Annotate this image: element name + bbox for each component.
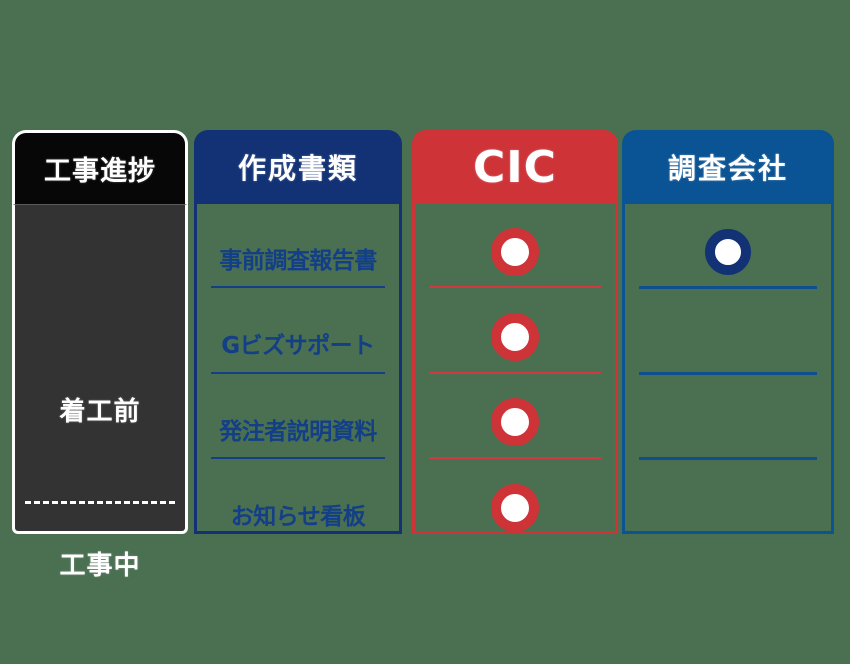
column-body-documents: 事前調査報告書 Gビズサポート 発注者説明資料 お知らせ看板 <box>194 204 402 534</box>
row-divider <box>211 457 385 459</box>
row-divider <box>211 286 385 288</box>
document-item-client-briefing-materials[interactable]: 発注者説明資料 <box>219 419 377 445</box>
column-survey-company: 調査会社 <box>622 130 834 534</box>
document-item-notice-signboard[interactable]: お知らせ看板 <box>230 504 366 530</box>
circle-mark-icon <box>491 228 539 276</box>
row-divider <box>211 372 385 374</box>
column-header-survey-company: 調査会社 <box>622 130 834 204</box>
column-body-construction-progress: 着工前 工事中 <box>12 204 188 581</box>
document-item-gbizid-support[interactable]: Gビズサポート <box>221 333 375 359</box>
row-divider <box>639 372 817 375</box>
column-header-construction-progress: 工事進捗 <box>12 130 188 204</box>
phase-divider <box>25 501 175 504</box>
document-item-prior-survey-report[interactable]: 事前調査報告書 <box>219 248 377 274</box>
column-header-documents: 作成書類 <box>194 130 402 204</box>
column-cic: CIC <box>412 130 618 534</box>
row-divider <box>639 286 817 289</box>
column-construction-progress: 工事進捗 着工前 工事中 <box>12 130 188 581</box>
phase-label-before-construction: 着工前 <box>59 397 141 427</box>
column-body-cic <box>412 204 618 534</box>
circle-mark-icon <box>491 484 539 532</box>
circle-mark-icon <box>491 313 539 361</box>
circle-mark-icon <box>491 398 539 446</box>
circle-mark-icon <box>705 229 751 275</box>
column-header-cic: CIC <box>412 130 618 204</box>
column-body-survey-company <box>622 204 834 534</box>
row-divider <box>639 457 817 460</box>
column-documents: 作成書類 事前調査報告書 Gビズサポート 発注者説明資料 お知らせ看板 <box>194 130 402 534</box>
row-divider <box>429 457 601 459</box>
row-divider <box>429 286 601 288</box>
row-divider <box>429 372 601 374</box>
phase-label-during-construction: 工事中 <box>59 551 141 581</box>
